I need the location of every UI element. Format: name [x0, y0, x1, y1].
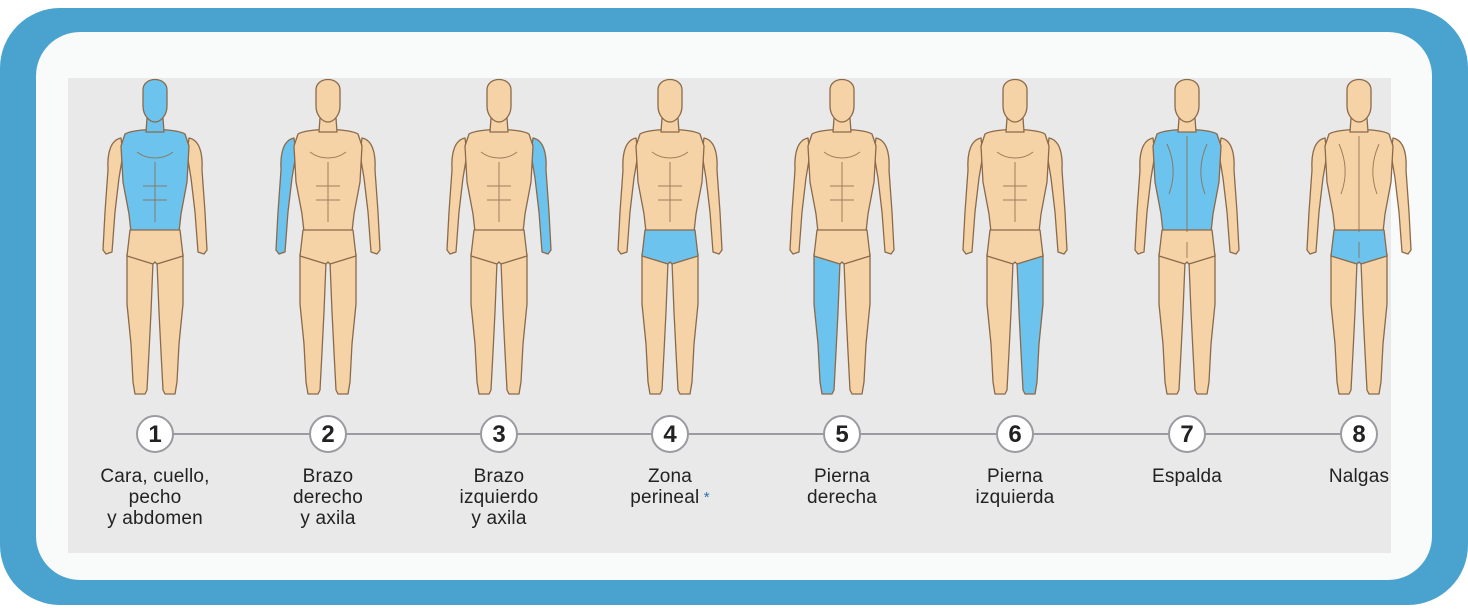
zone-number-1: 1 [137, 416, 173, 452]
figure-part-armR [1307, 138, 1327, 254]
figure-back [1135, 80, 1239, 395]
figure-buttocks [1307, 80, 1411, 395]
svg-text:1: 1 [148, 421, 161, 448]
figure-part-armR [447, 138, 467, 254]
figure-leg-right [790, 80, 894, 395]
zone-label-text: Pierna derecha [807, 466, 877, 508]
figure-part-legL [1189, 254, 1215, 394]
figure-part-armR [963, 138, 983, 254]
figure-part-hips [814, 230, 870, 264]
zone-label-text: Cara, cuello, pecho y abdomen [100, 466, 209, 529]
figure-part-legL [672, 254, 698, 394]
figure-part-head [658, 80, 682, 123]
figure-part-armL [531, 138, 551, 254]
zone-label-text: Nalgas [1329, 466, 1389, 487]
footnote-marker: * [699, 489, 709, 506]
figure-torso-front [103, 80, 207, 395]
figure-part-legL [330, 254, 356, 394]
svg-text:8: 8 [1352, 421, 1365, 448]
zone-number-2: 2 [310, 416, 346, 452]
figure-part-hips [642, 230, 698, 264]
figure-part-armL [1391, 138, 1411, 254]
svg-text:7: 7 [1180, 421, 1193, 448]
svg-text:6: 6 [1008, 421, 1021, 448]
figure-part-armL [1047, 138, 1067, 254]
figure-part-legL [1017, 254, 1043, 394]
zone-number-5: 5 [824, 416, 860, 452]
figure-part-armL [187, 138, 207, 254]
zone-number-3: 3 [481, 416, 517, 452]
zone-label-text: Pierna izquierda [976, 466, 1055, 508]
figure-perineal [618, 80, 722, 395]
zone-label-text: Zona perineal [630, 466, 699, 508]
figure-part-legR [987, 254, 1013, 394]
figure-part-head [1175, 80, 1199, 123]
zone-label-text: Espalda [1152, 466, 1222, 487]
figure-part-legL [1361, 254, 1387, 394]
svg-text:3: 3 [492, 421, 505, 448]
zone-number-4: 4 [652, 416, 688, 452]
figure-arm-right [276, 80, 380, 395]
svg-text:2: 2 [321, 421, 334, 448]
figure-part-hips [300, 230, 356, 264]
figure-part-armL [874, 138, 894, 254]
figure-part-head [1003, 80, 1027, 123]
figure-part-head [487, 80, 511, 123]
figure-part-legR [300, 254, 326, 394]
zone-label-text: Brazo derecho y axila [293, 466, 363, 529]
figure-part-legR [1331, 254, 1357, 394]
zone-label-8: Nalgas [1254, 466, 1464, 487]
zone-number-6: 6 [997, 416, 1033, 452]
figure-part-legR [471, 254, 497, 394]
figure-part-hips [471, 230, 527, 264]
figure-part-head [143, 80, 167, 123]
figure-part-legL [844, 254, 870, 394]
figure-part-hips [987, 230, 1043, 264]
figure-part-head [316, 80, 340, 123]
zone-label-text: Brazo izquierdo y axila [460, 466, 539, 529]
figure-arm-left [447, 80, 551, 395]
figure-part-legR [642, 254, 668, 394]
svg-text:5: 5 [835, 421, 848, 448]
figure-part-armR [618, 138, 638, 254]
figure-part-armR [790, 138, 810, 254]
figure-part-armL [702, 138, 722, 254]
figure-part-legL [157, 254, 183, 394]
figure-part-head [1347, 80, 1371, 123]
figure-part-head [830, 80, 854, 123]
figure-part-legR [127, 254, 153, 394]
figure-part-armR [276, 138, 296, 254]
figure-part-hips [127, 230, 183, 264]
figure-part-armR [1135, 138, 1155, 254]
figure-part-legR [1159, 254, 1185, 394]
figure-part-legR [814, 254, 840, 394]
figure-part-armR [103, 138, 123, 254]
figure-leg-left [963, 80, 1067, 395]
zone-number-7: 7 [1169, 416, 1205, 452]
figure-part-legL [501, 254, 527, 394]
figure-part-armL [1219, 138, 1239, 254]
zone-number-8: 8 [1341, 416, 1377, 452]
figure-part-armL [360, 138, 380, 254]
svg-text:4: 4 [663, 421, 677, 448]
